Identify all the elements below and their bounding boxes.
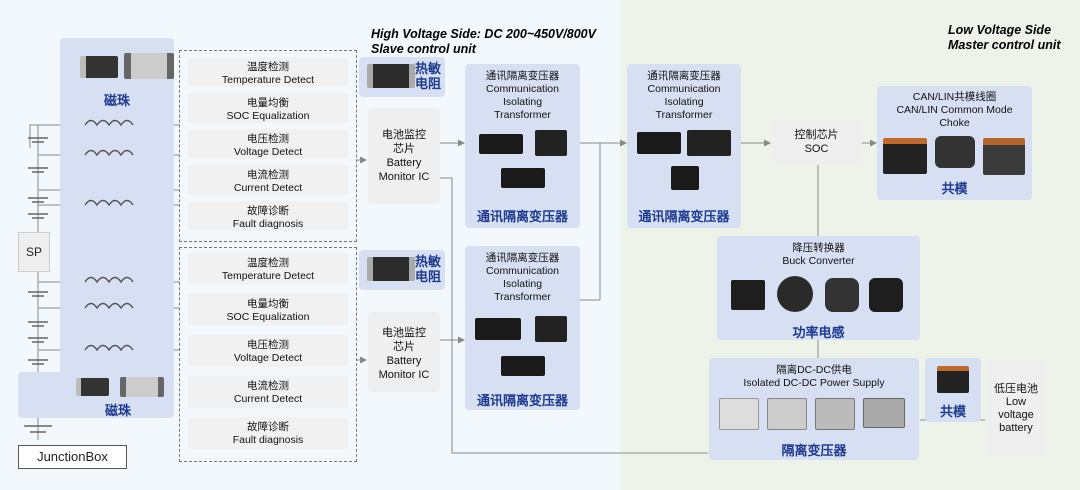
bead-chip-icon (76, 378, 109, 396)
thermistor-box-2: 热敏 电阻 (359, 250, 445, 290)
hv-title-line2: Slave control unit (371, 42, 476, 56)
transformer-module-icon (501, 356, 545, 376)
isolation-transformer-icon (767, 398, 807, 430)
inductor-coil-icon (84, 119, 134, 127)
power-inductor-icon (777, 276, 813, 312)
comm-transformer-label: 通讯隔离变压器 (638, 209, 730, 224)
transformer-module-icon (687, 130, 731, 156)
choke-component-icon (983, 138, 1025, 175)
isolation-transformer-icon (863, 398, 905, 428)
junction-box: JunctionBox (18, 445, 127, 469)
thermistor-label-1: 热敏 电阻 (414, 61, 441, 91)
inductor-coil-icon (84, 149, 134, 157)
comm-transformer-label: 通讯隔离变压器 (476, 209, 568, 224)
thermistor-chip-icon (367, 64, 415, 88)
choke-component-icon (937, 366, 969, 393)
thermistor-chip-icon (367, 257, 415, 281)
buck-label: 功率电感 (792, 325, 845, 340)
isolation-transformer-icon (815, 398, 855, 430)
thermistor-box-1: 热敏 电阻 (359, 57, 445, 97)
detect-group-1 (179, 50, 357, 242)
transformer-module-icon (535, 130, 567, 156)
power-inductor-icon (731, 280, 765, 310)
inductor-coil-icon (84, 276, 134, 284)
comm-transformer-label: 通讯隔离变压器 (476, 393, 568, 408)
lv-title-line2: Master control unit (948, 38, 1061, 52)
choke-label: 共模 (941, 181, 968, 196)
transformer-module-icon (671, 166, 699, 190)
transformer-module-icon (475, 318, 521, 340)
hv-title: High Voltage Side: DC 200~450V/800V Slav… (371, 27, 596, 57)
power-inductor-icon (825, 278, 859, 312)
bead-chip-icon (80, 56, 118, 78)
thermistor-label-2: 热敏 电阻 (414, 254, 441, 284)
power-inductor-icon (869, 278, 903, 312)
transformer-module-icon (479, 134, 523, 154)
detect-group-2 (179, 247, 357, 462)
coil-symbols (84, 119, 134, 352)
choke-component-icon (883, 138, 927, 174)
inductor-coil-icon (84, 302, 134, 310)
bead-label-bottom: 磁珠 (104, 403, 131, 418)
transformer-module-icon (535, 316, 567, 342)
transformer-module-icon (637, 132, 681, 154)
bead-chip-icon (120, 377, 164, 397)
choke-component-icon (935, 136, 975, 168)
sp-box: SP (18, 232, 50, 272)
lv-title: Low Voltage Side Master control unit (948, 23, 1061, 53)
bead-chip-icon (124, 53, 174, 79)
dcdc-label: 隔离变压器 (781, 443, 847, 458)
small-common-mode: 共模 (925, 358, 981, 422)
isolation-transformer-icon (719, 398, 759, 430)
bead-column-top: 磁珠 (60, 38, 174, 378)
inductor-coil-icon (84, 344, 134, 352)
inductor-coil-icon (84, 199, 134, 207)
transformer-module-icon (501, 168, 545, 188)
lv-title-line1: Low Voltage Side (948, 23, 1052, 37)
hv-title-line1: High Voltage Side: DC 200~450V/800V (371, 27, 596, 41)
bead-box-bottom: 磁珠 (18, 372, 174, 418)
bead-label-top: 磁珠 (103, 93, 130, 108)
small-cm-label: 共模 (939, 404, 966, 419)
